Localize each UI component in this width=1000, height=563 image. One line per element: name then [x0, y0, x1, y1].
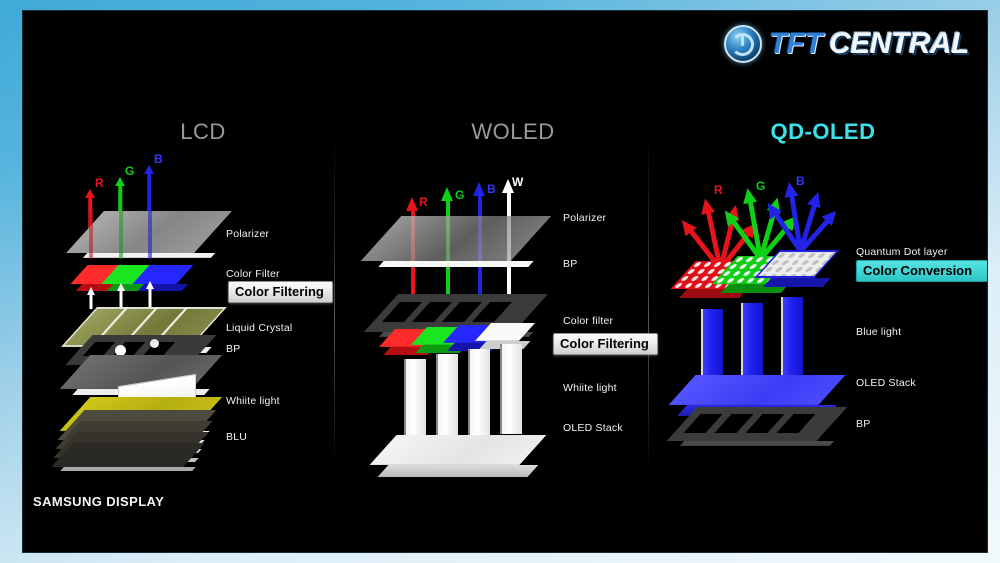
column-title-qdoled: QD-OLED	[770, 119, 876, 144]
woled-layer-polarizer	[360, 216, 552, 267]
lcd-arrow-g	[115, 177, 125, 227]
qdoled-layer-oled-stack	[668, 375, 846, 416]
lcd-blu-sheet-4	[51, 443, 205, 471]
lcd-channel-r: R	[95, 176, 104, 190]
lcd-arrow-b-through	[148, 211, 152, 259]
lcd-arrow-g-through	[119, 211, 123, 259]
qdoled-qd-panel-blue	[754, 250, 840, 287]
lcd-bp-dot-2	[150, 339, 159, 348]
column-title-lcd: LCD	[180, 119, 226, 144]
woled-shaft-r	[411, 211, 415, 336]
lcd-badge-color-filtering[interactable]: Color Filtering	[228, 281, 333, 303]
lcd-label-polarizer: Polarizer	[226, 228, 270, 240]
woled-label-color-filter: Color filter	[563, 315, 614, 327]
qdoled-label-bp: BP	[856, 418, 871, 430]
woled-arrowhead-r	[406, 197, 418, 211]
lcd-channel-b: B	[154, 152, 163, 166]
power-icon	[723, 25, 762, 63]
woled-channel-b: B	[487, 182, 496, 196]
logo-text-tft: TFT	[768, 27, 823, 60]
qdoled-label-oled-stack: OLED Stack	[856, 377, 916, 389]
woled-filter-white	[474, 323, 536, 349]
lcd-label-blu: BLU	[226, 431, 248, 443]
lcd-bp-dot-1	[115, 345, 126, 356]
lcd-label-bp: BP	[226, 343, 241, 355]
woled-layer-oled-stack	[369, 435, 547, 477]
woled-emitter-3	[468, 349, 490, 439]
lcd-white-arrow-2	[116, 283, 126, 309]
column-title-woled: WOLED	[471, 119, 555, 144]
column-divider-2	[648, 129, 649, 469]
logo-text-central: CENTRAL	[829, 27, 969, 60]
woled-channel-r: R	[419, 195, 428, 209]
woled-channel-w: W	[512, 175, 524, 189]
lcd-label-color-filter: Color Filter	[226, 268, 280, 280]
lcd-arrow-b	[144, 165, 154, 215]
woled-label-white-light: Whiite light	[563, 382, 617, 394]
lcd-arrow-r-through	[89, 211, 93, 259]
woled-label-polarizer: Polarizer	[563, 212, 607, 224]
woled-emitter-4	[500, 344, 522, 434]
lcd-label-white-light: Whiite light	[226, 395, 280, 407]
qdoled-label-blue-light: Blue light	[856, 326, 902, 338]
woled-badge-color-filtering[interactable]: Color Filtering	[553, 333, 658, 355]
column-divider-1	[334, 129, 335, 469]
woled-emitter-1	[404, 359, 426, 449]
qdoled-emitter-1	[701, 309, 723, 387]
qdoled-label-quantum-dot-layer: Quantum Dot layer	[856, 246, 948, 258]
woled-emitter-2	[436, 354, 458, 444]
woled-channel-g: G	[455, 188, 465, 202]
lcd-channel-g: G	[125, 164, 135, 178]
qdoled-emitter-3	[781, 297, 803, 375]
qdoled-channel-g: G	[756, 179, 766, 193]
tftcentral-logo: TFT CENTRAL	[723, 25, 969, 63]
woled-arrowhead-g	[441, 187, 453, 201]
qdoled-emitter-2	[741, 303, 763, 381]
lcd-white-arrow-3	[145, 281, 155, 309]
qdoled-badge-color-conversion[interactable]: Color Conversion	[856, 260, 987, 282]
woled-label-oled-stack: OLED Stack	[563, 422, 623, 434]
woled-arrowhead-w	[502, 179, 514, 193]
diagram-stage: TFT CENTRAL LCD WOLED QD-OLED R G B	[23, 11, 987, 552]
source-credit: SAMSUNG DISPLAY	[33, 494, 165, 509]
woled-label-bp: BP	[563, 258, 578, 270]
woled-arrowhead-b	[473, 182, 485, 196]
qdoled-channel-b: B	[796, 174, 805, 188]
qdoled-channel-r: R	[714, 183, 723, 197]
lcd-white-arrow-1	[86, 287, 96, 309]
lcd-label-liquid-crystal: Liquid Crystal	[226, 322, 293, 334]
slide-frame: TFT CENTRAL LCD WOLED QD-OLED R G B	[22, 10, 988, 553]
